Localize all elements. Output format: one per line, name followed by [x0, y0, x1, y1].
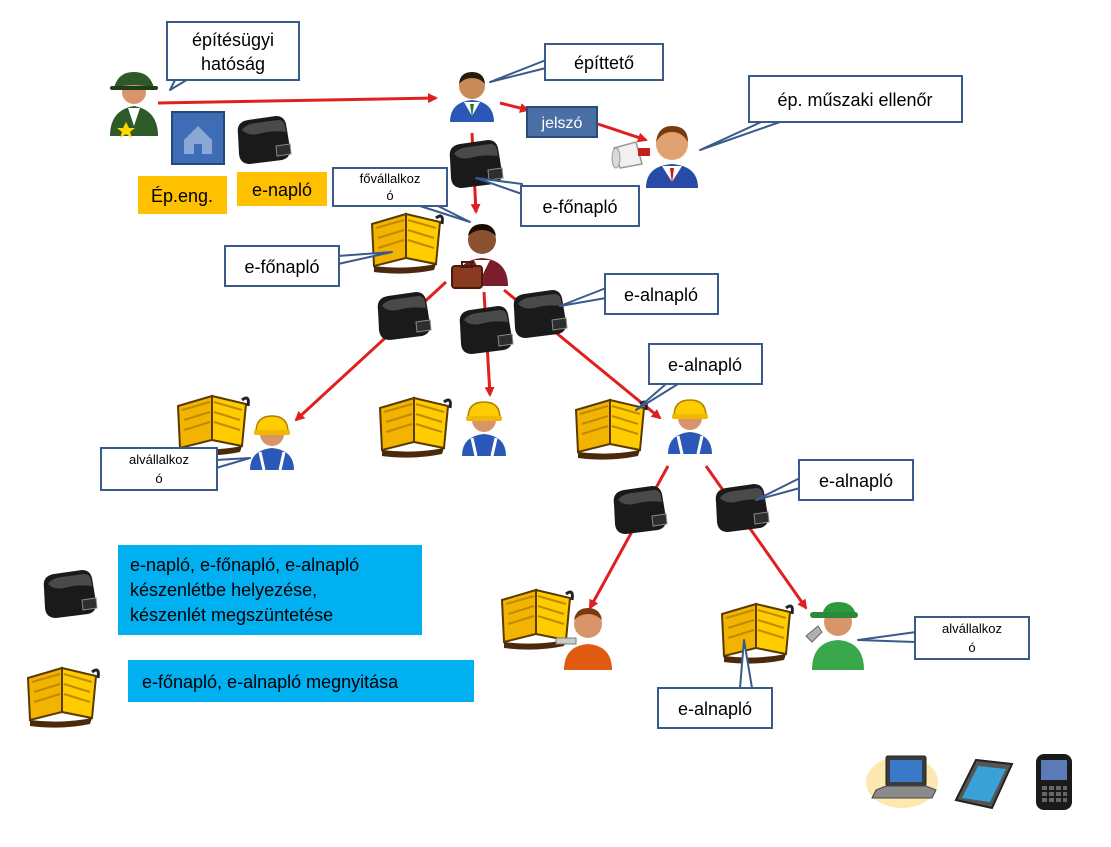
worker-icon — [248, 414, 296, 472]
open-book-icon — [370, 212, 444, 276]
open-book-icon — [720, 602, 794, 666]
enaplo-tag-label: e-napló — [252, 180, 312, 200]
worker-icon — [555, 608, 612, 670]
callout-ealnaplo-2-label: e-alnapló — [668, 355, 742, 375]
worker-icon — [805, 602, 864, 670]
arrow-authority-to-client — [157, 93, 438, 105]
authority-person-icon — [110, 72, 158, 138]
callout-subcontractor-2-line2: ó — [968, 640, 975, 655]
callout-subcontractor-1: alvállalkoz ó — [100, 447, 251, 491]
laptop-icon — [866, 755, 938, 808]
worker-icon — [460, 400, 508, 458]
wallet-icon — [513, 289, 568, 339]
permit-tag-label: Ép.eng. — [151, 186, 213, 206]
callout-client-label: építtető — [574, 53, 634, 73]
callout-ealnaplo-3: e-alnapló — [755, 459, 914, 501]
wallet-icon — [715, 483, 770, 533]
wallet-icon — [459, 305, 514, 355]
permit-tag: Ép.eng. — [138, 176, 227, 214]
callout-efonaplo-2: e-főnapló — [224, 245, 393, 287]
wallet-icon — [237, 115, 292, 165]
client-person-icon — [450, 72, 494, 122]
open-book-icon — [378, 396, 452, 460]
callout-ealnaplo-1: e-alnapló — [559, 273, 719, 315]
callout-ealnaplo-1-label: e-alnapló — [624, 285, 698, 305]
legend-open-label: e-főnapló, e-alnapló megnyitása — [142, 672, 399, 692]
callout-main-contractor-line1: fővállalkoz — [360, 171, 421, 186]
open-book-icon — [176, 394, 250, 458]
tablet-icon — [954, 758, 1014, 810]
arrow-password-to-inspector — [597, 122, 648, 143]
callout-authority-line2: hatóság — [201, 54, 265, 74]
legend-standby-line2: készenlétbe helyezése, — [130, 580, 317, 600]
callout-inspector: ép. műszaki ellenőr — [699, 75, 963, 151]
callout-authority: építésügyi hatóság — [166, 21, 300, 91]
callout-ealnaplo-2: e-alnapló — [635, 343, 763, 411]
legend-book-icon — [26, 666, 100, 730]
callout-efonaplo-2-label: e-főnapló — [244, 257, 319, 277]
legend-standby: e-napló, e-főnapló, e-alnapló készenlétb… — [118, 545, 422, 635]
wallet-icon — [377, 291, 432, 341]
callout-ealnaplo-4: e-alnapló — [657, 639, 773, 729]
callout-efonaplo-1-label: e-főnapló — [542, 197, 617, 217]
password-tag: jelszó — [526, 106, 598, 138]
worker-icon — [666, 398, 714, 456]
callout-subcontractor-1-line2: ó — [155, 471, 162, 486]
callout-efonaplo-1: e-főnapló — [475, 177, 640, 227]
legend-open: e-főnapló, e-alnapló megnyitása — [128, 660, 474, 702]
legend-standby-line1: e-napló, e-főnapló, e-alnapló — [130, 555, 359, 575]
callout-ealnaplo-3-label: e-alnapló — [819, 471, 893, 491]
callout-subcontractor-2: alvállalkoz ó — [857, 616, 1030, 660]
callout-authority-line1: építésügyi — [192, 30, 274, 50]
callout-client: építtető — [489, 43, 664, 83]
house-icon — [171, 111, 225, 165]
main-contractor-person-icon — [451, 224, 508, 289]
callout-inspector-label: ép. műszaki ellenőr — [777, 90, 932, 110]
callout-subcontractor-2-line1: alvállalkoz — [942, 621, 1002, 636]
smartphone-icon — [1036, 754, 1072, 810]
legend-wallet-icon — [43, 569, 98, 619]
callout-subcontractor-1-line1: alvállalkoz — [129, 452, 189, 467]
arrow-client-to-inspector — [499, 101, 530, 113]
password-tag-label: jelszó — [541, 115, 583, 132]
callout-ealnaplo-4-label: e-alnapló — [678, 699, 752, 719]
callout-main-contractor: fővállalkoz ó — [332, 167, 471, 223]
wallet-icon — [613, 485, 668, 535]
enaplo-tag: e-napló — [237, 172, 327, 206]
callout-main-contractor-line2: ó — [386, 188, 393, 203]
inspector-person-icon — [611, 126, 698, 188]
legend-standby-line3: készenlét megszüntetése — [130, 605, 333, 625]
